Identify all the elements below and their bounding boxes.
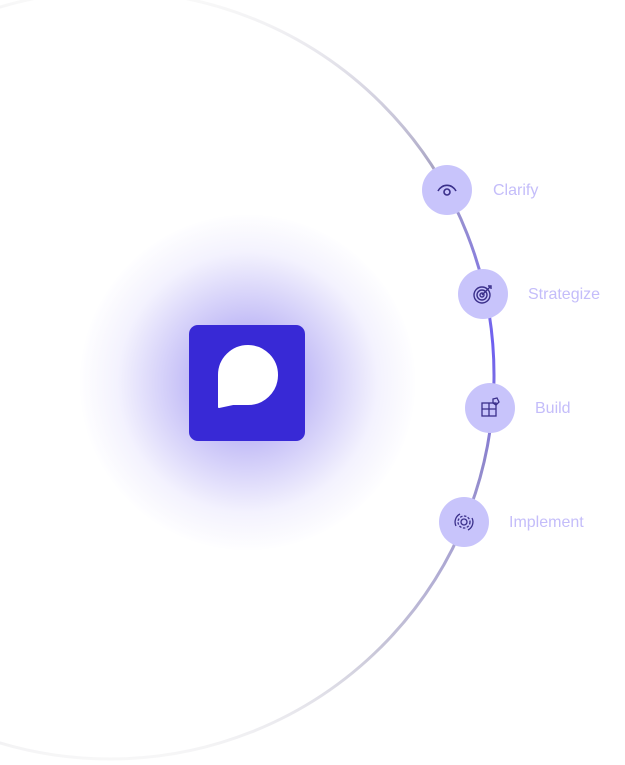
- gear-cycle-icon: [454, 513, 474, 531]
- step-strategize-node[interactable]: [458, 269, 508, 319]
- step-implement-node[interactable]: [439, 497, 489, 547]
- step-clarify-label: Clarify: [493, 182, 539, 199]
- app-logo: [189, 325, 305, 441]
- chat-bubble-icon: [218, 345, 278, 408]
- step-build-node[interactable]: [465, 383, 515, 433]
- step-build-label: Build: [535, 400, 571, 417]
- step-clarify-node[interactable]: [422, 165, 472, 215]
- target-icon: [473, 285, 492, 304]
- eye-icon: [437, 184, 457, 196]
- puzzle-icon: [481, 397, 500, 417]
- step-implement-label: Implement: [509, 514, 584, 531]
- step-strategize-label: Strategize: [528, 286, 601, 303]
